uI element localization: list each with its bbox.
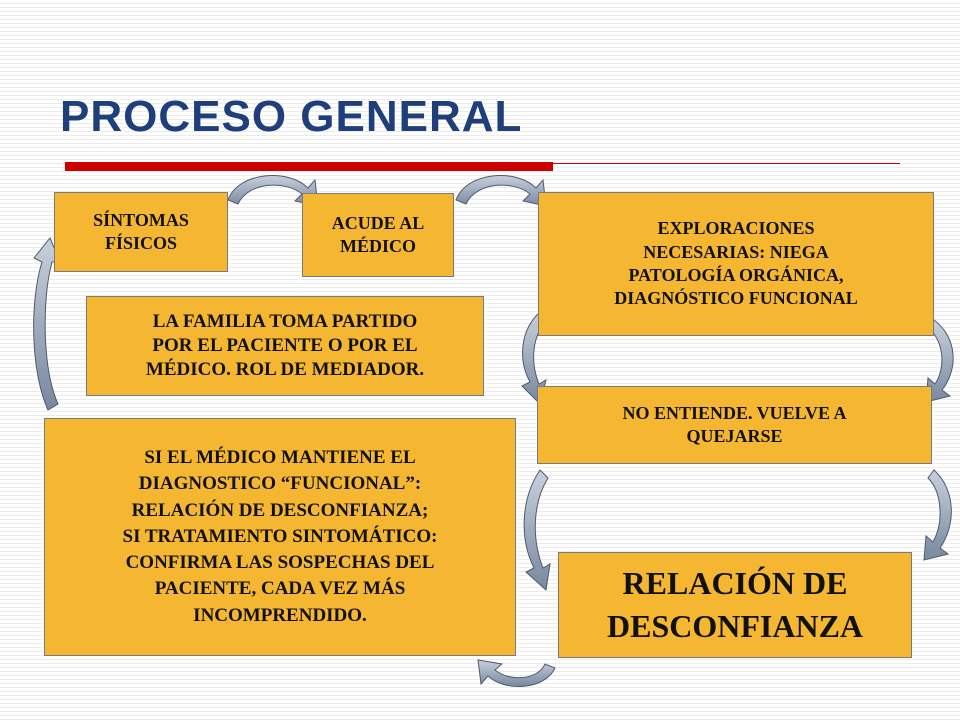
box-no-entiende-text: NO ENTIENDE. VUELVE A QUEJARSE bbox=[622, 402, 847, 446]
box-acude-al-medico: ACUDE AL MÉDICO bbox=[302, 193, 454, 277]
box-acude-text: ACUDE AL MÉDICO bbox=[331, 212, 425, 256]
title-underline-thick bbox=[65, 162, 553, 171]
box-familia-text: LA FAMILIA TOMA PARTIDO POR EL PACIENTE … bbox=[145, 311, 425, 380]
arrow-no-entiende-to-relacion-left bbox=[523, 469, 551, 591]
box-relacion-desconfianza: RELACIÓN DE DESCONFIANZA bbox=[558, 552, 912, 658]
title-underline-thin bbox=[553, 163, 900, 164]
page-title: PROCESO GENERAL bbox=[60, 92, 523, 141]
box-si-medico: SI EL MÉDICO MANTIENE EL DIAGNOSTICO “FU… bbox=[44, 418, 516, 656]
arrow-no-entiende-to-relacion bbox=[923, 469, 952, 561]
box-exploraciones: EXPLORACIONES NECESARIAS: NIEGA PATOLOGÍ… bbox=[538, 192, 934, 336]
arrow-relacion-to-si-medico bbox=[477, 659, 556, 687]
box-familia: LA FAMILIA TOMA PARTIDO POR EL PACIENTE … bbox=[86, 296, 484, 396]
box-exploraciones-text: EXPLORACIONES NECESARIAS: NIEGA PATOLOGÍ… bbox=[614, 218, 858, 309]
box-si-medico-text: SI EL MÉDICO MANTIENE EL DIAGNOSTICO “FU… bbox=[122, 447, 438, 626]
box-sintomas-fisicos: SÍNTOMAS FÍSICOS bbox=[54, 192, 228, 272]
arrow-acude-to-exploraciones bbox=[455, 175, 547, 207]
box-relacion-text: RELACIÓN DE DESCONFIANZA bbox=[606, 564, 864, 644]
box-no-entiende: NO ENTIENDE. VUELVE A QUEJARSE bbox=[537, 386, 932, 464]
box-sintomas-text: SÍNTOMAS FÍSICOS bbox=[93, 209, 189, 253]
